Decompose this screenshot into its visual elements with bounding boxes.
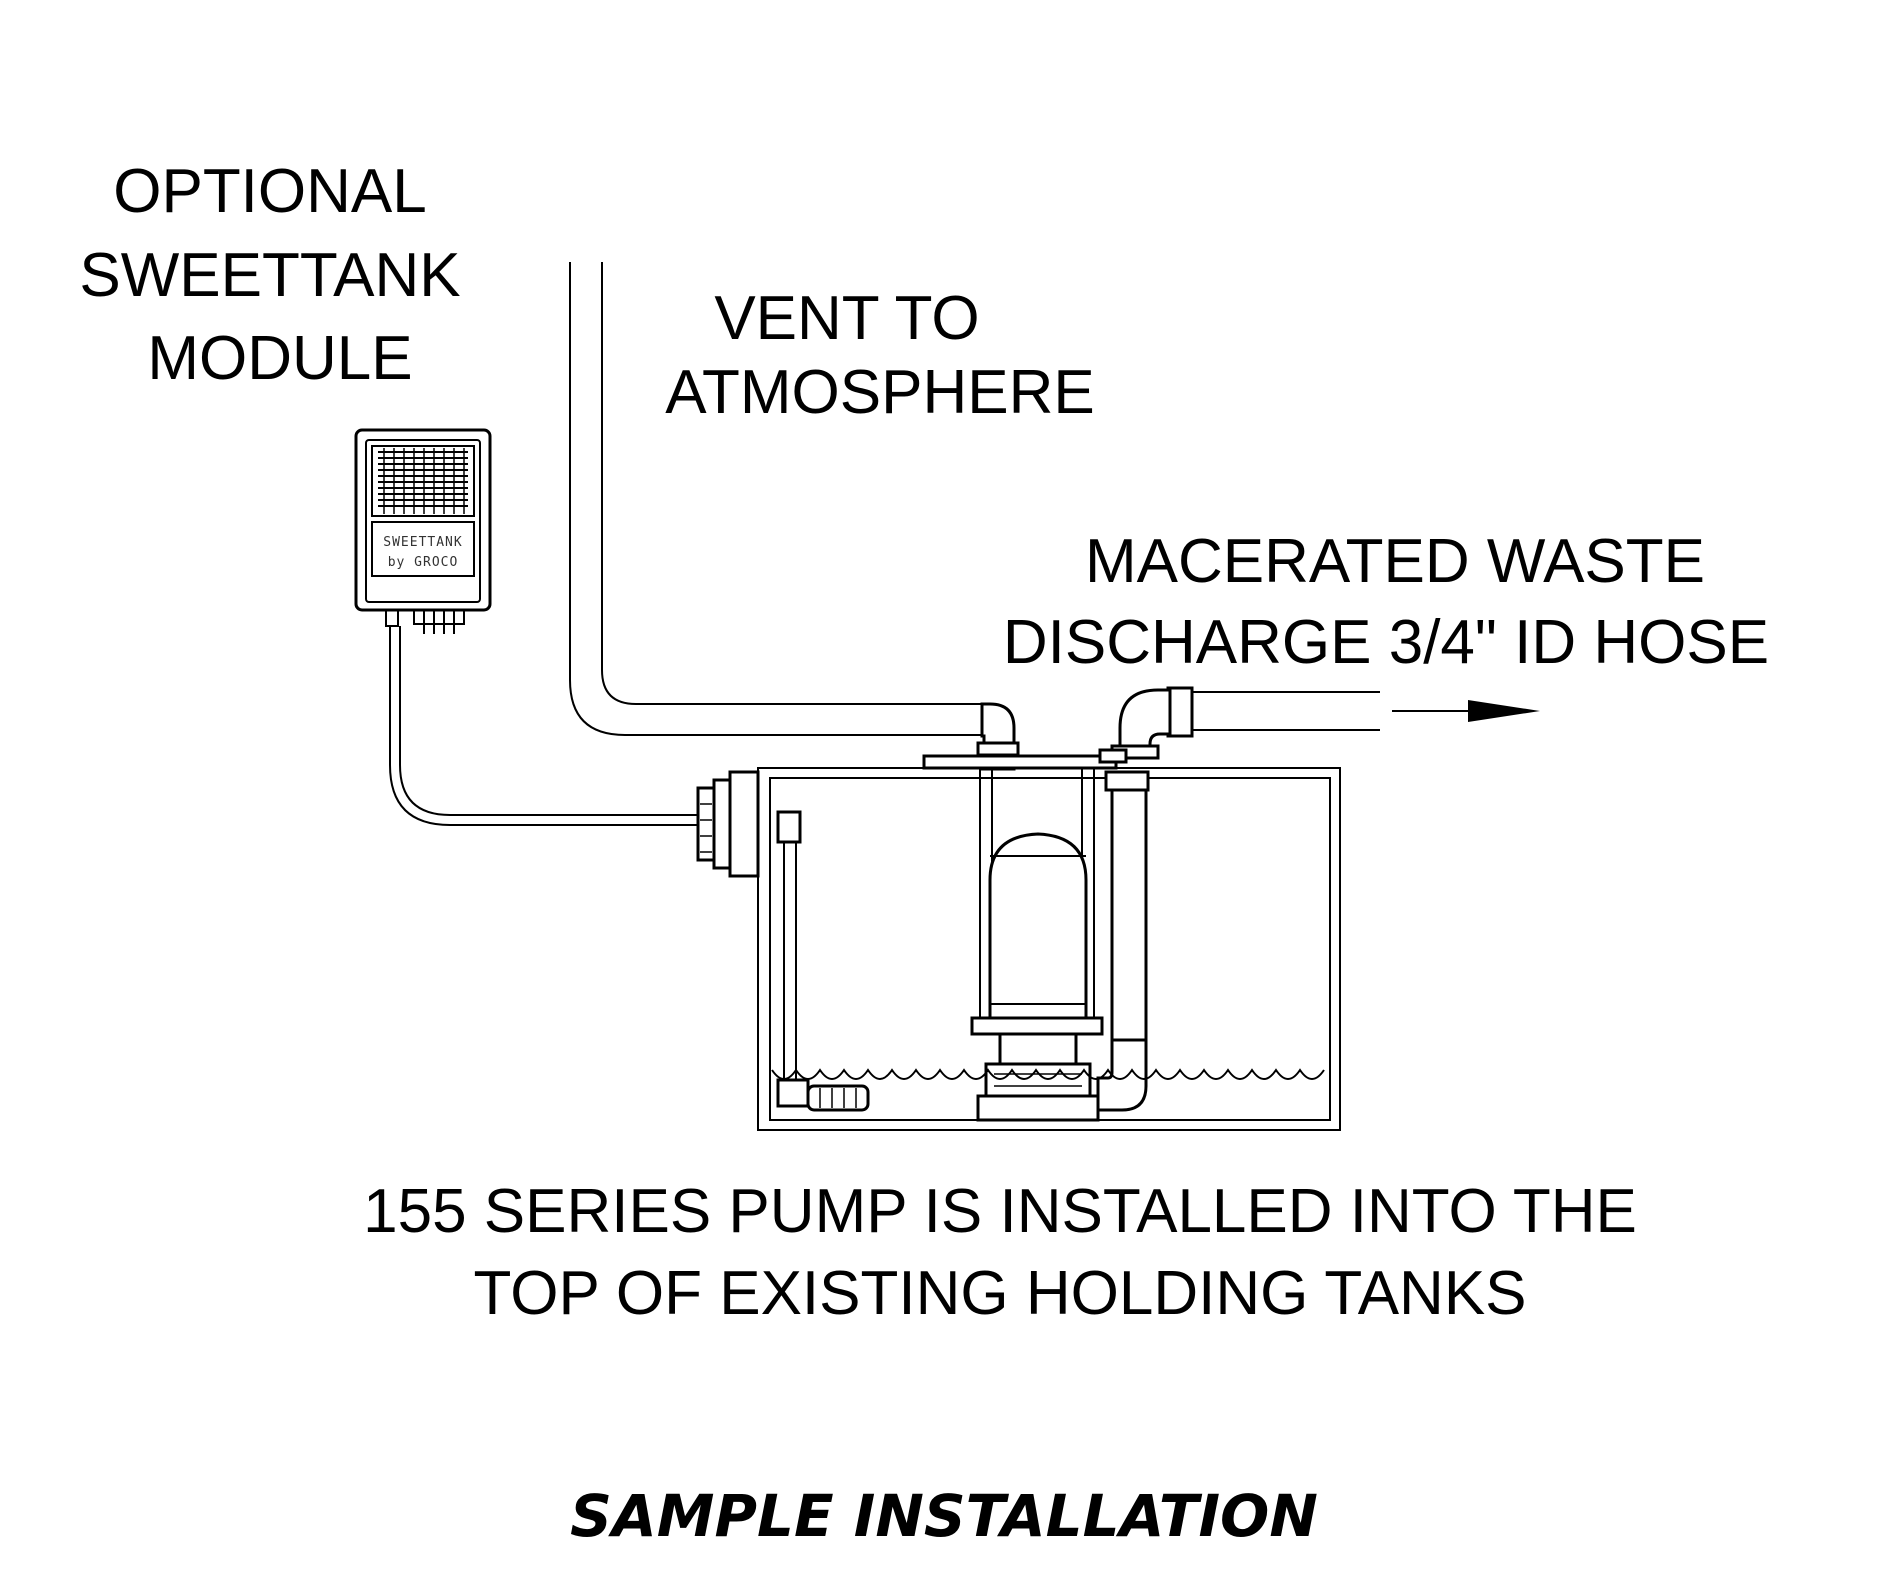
caption-title: SAMPLE INSTALLATION: [570, 1482, 1318, 1550]
module-label: OPTIONAL SWEETTANK MODULE: [79, 157, 460, 393]
discharge-label-line2: DISCHARGE 3/4" ID HOSE: [1003, 608, 1769, 677]
vent-label-line2: ATMOSPHERE: [665, 358, 1094, 427]
module-face-line2: by GROCO: [388, 555, 459, 570]
pump-description-line2: TOP OF EXISTING HOLDING TANKS: [473, 1259, 1526, 1328]
macerator-pump: [970, 768, 1104, 1122]
module-cable: [389, 626, 700, 826]
side-fitting: [696, 770, 760, 878]
discharge-riser: [1096, 770, 1150, 1112]
holding-tank: [696, 748, 1341, 1131]
pump-description-line1: 155 SERIES PUMP IS INSTALLED INTO THE: [363, 1177, 1637, 1246]
module-label-line3: MODULE: [147, 324, 412, 393]
discharge-label: MACERATED WASTE DISCHARGE 3/4" ID HOSE: [1003, 527, 1769, 677]
flow-arrow-icon: [1392, 700, 1540, 722]
discharge-hose: [1110, 686, 1380, 760]
float-switch: [776, 810, 870, 1112]
module-label-line1: OPTIONAL: [113, 157, 427, 226]
vent-label-line1: VENT TO: [714, 284, 979, 353]
vent-grille-icon: [371, 445, 475, 517]
connector-pins-icon: [385, 609, 465, 634]
liquid-surface: [771, 1068, 1325, 1080]
module-face-line1: SWEETTANK: [383, 535, 462, 550]
vent-label: VENT TO ATMOSPHERE: [665, 284, 1094, 427]
module-label-line2: SWEETTANK: [79, 241, 460, 310]
sweettank-module: SWEETTANK by GROCO: [354, 428, 492, 634]
pump-description: 155 SERIES PUMP IS INSTALLED INTO THE TO…: [363, 1177, 1637, 1328]
discharge-label-line1: MACERATED WASTE: [1085, 527, 1705, 596]
